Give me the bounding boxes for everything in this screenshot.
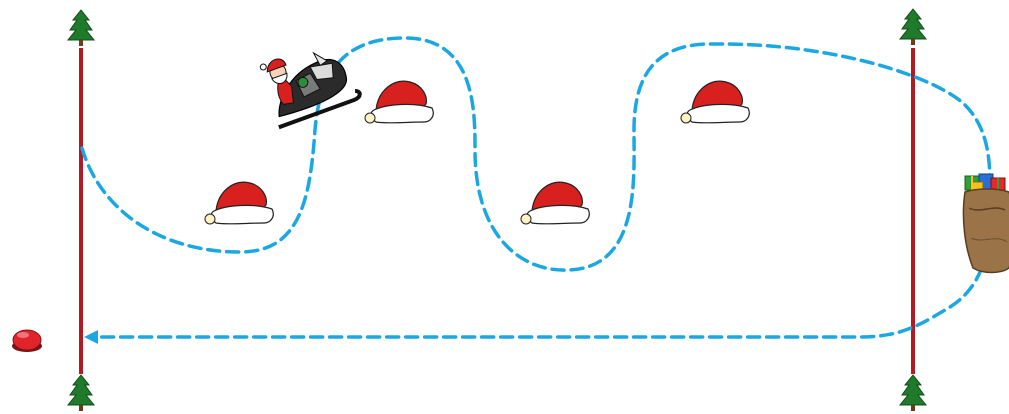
tree-icon (68, 375, 94, 411)
santa-hat-icon (521, 182, 589, 224)
tree-icon (900, 375, 926, 411)
tree-icon (68, 10, 94, 46)
santa-snowmobile-icon (257, 36, 361, 127)
tree-icon (900, 9, 926, 45)
santa-hat-icon (681, 81, 749, 123)
arrowhead-icon (84, 330, 98, 344)
santa-hat-icon (365, 81, 433, 123)
santa-hat-icon (205, 182, 273, 224)
route-path (82, 38, 990, 337)
red-button-icon (12, 330, 42, 352)
gift-sack-icon (963, 174, 1009, 273)
